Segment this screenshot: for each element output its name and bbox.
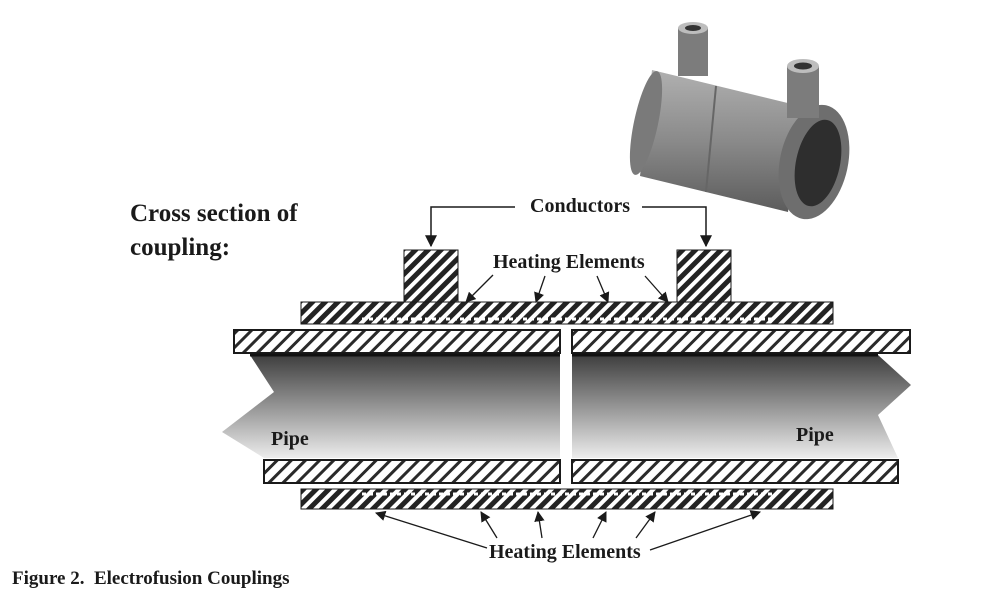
pipe-wall-top-right: [571, 329, 911, 354]
heating-elements-bottom-label: Heating Elements: [489, 541, 641, 563]
heating-arrows-bottom: [375, 510, 761, 551]
pipe-wall-bottom-right: [571, 459, 899, 484]
pipe-left: [222, 355, 560, 458]
conductors-label: Conductors: [530, 195, 630, 217]
figure-caption: Figure 2. Electrofusion Couplings: [12, 568, 289, 589]
pipe-wall-bottom-left: [263, 459, 561, 484]
heating-elements-top-label: Heating Elements: [493, 251, 645, 273]
pipe-right: [572, 355, 911, 458]
coupling-top: [300, 249, 834, 325]
pipe-left-label: Pipe: [271, 428, 309, 450]
pipe-wall-top-left: [233, 329, 561, 354]
diagram-heading-line1: Cross section of: [130, 200, 298, 227]
conductor-leader-right: [642, 206, 712, 248]
heating-arrows-top: [465, 274, 669, 303]
conductor-leader-left: [425, 206, 515, 248]
diagram-heading-line2: coupling:: [130, 234, 230, 261]
coupling-photo: [629, 22, 850, 220]
pipe-right-label: Pipe: [796, 424, 834, 446]
coupling-bottom: [300, 488, 834, 510]
